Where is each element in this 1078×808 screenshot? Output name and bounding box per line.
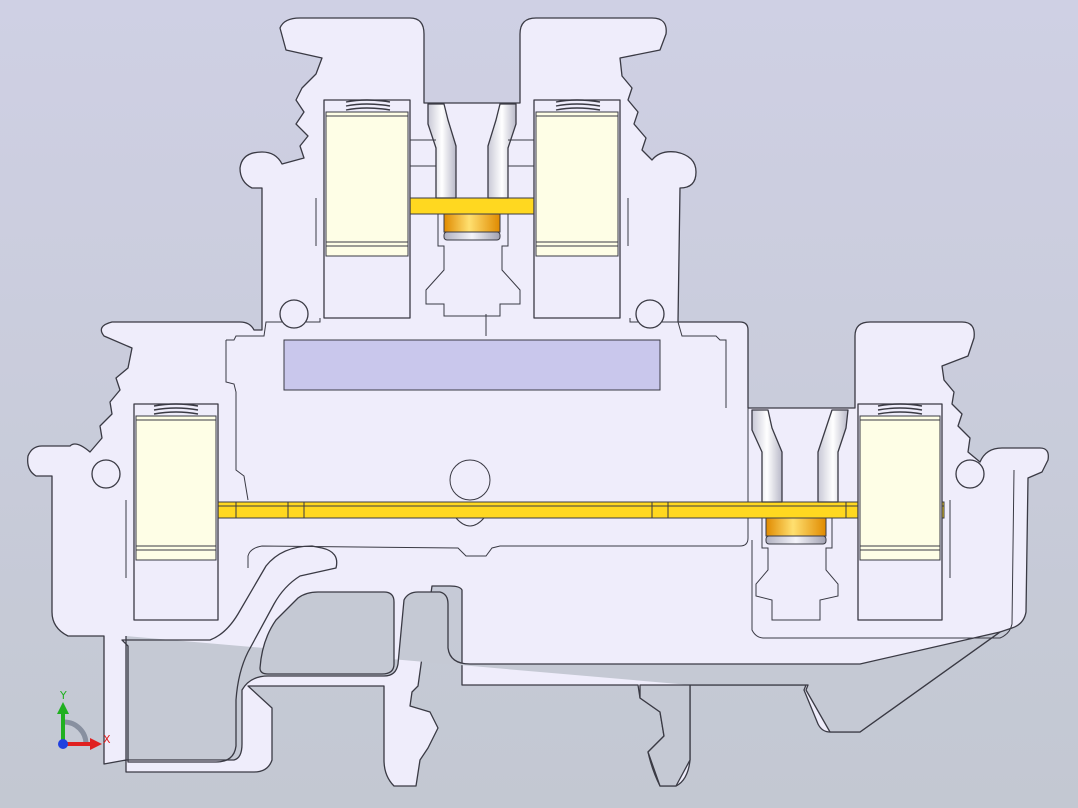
clamp-foot-lower-right — [859, 549, 941, 561]
lower-screw-guide — [755, 518, 839, 621]
bus-bar-notch — [454, 517, 486, 527]
upper-wire-entry-funnel — [487, 103, 517, 199]
clamp-body-upper-left — [325, 111, 409, 247]
upper-bus-bar — [407, 197, 535, 215]
hook-window — [259, 591, 395, 675]
lower-right-frame — [247, 408, 1015, 639]
lower-wire-entry-funnel — [817, 409, 849, 503]
clamp-body-lower-right — [859, 415, 941, 551]
clamp-body-upper-right — [535, 111, 619, 247]
z-axis-origin-icon — [58, 739, 68, 749]
spring-icon — [555, 99, 601, 111]
upper-wire-entry-funnel — [427, 103, 457, 199]
mount-hole — [279, 299, 309, 329]
x-axis-label: X — [103, 733, 111, 746]
upper-screw-head — [443, 213, 501, 233]
spring-icon — [877, 403, 923, 415]
mount-hole — [635, 299, 665, 329]
coordinate-triad[interactable]: Y X — [57, 689, 111, 750]
left-foot-cavity — [121, 545, 338, 763]
clamp-foot-lower-left — [135, 549, 217, 561]
clamp-foot-upper-left — [325, 245, 409, 257]
y-axis-arrowhead-icon — [57, 702, 69, 714]
lower-screw-shaft — [765, 535, 827, 545]
upper-screw-guide — [425, 214, 521, 317]
lower-screw-head — [765, 517, 827, 537]
spring-icon — [153, 403, 199, 415]
terminal-housing — [27, 17, 1049, 787]
y-axis-label: Y — [59, 689, 67, 702]
mount-hole — [955, 459, 985, 489]
x-axis-arrowhead-icon — [90, 738, 102, 750]
bus-bar-mount-hole — [449, 459, 491, 501]
upper-screw-shaft — [443, 231, 501, 241]
clamp-foot-upper-right — [535, 245, 619, 257]
mount-hole — [91, 459, 121, 489]
lower-bus-bar — [215, 501, 945, 519]
clamp-body-lower-left — [135, 415, 217, 551]
lower-cavity — [125, 591, 1001, 787]
triad-arc-icon — [63, 719, 89, 745]
spring-icon — [345, 99, 391, 111]
lower-wire-entry-funnel — [751, 409, 783, 503]
upper-chamber-window — [283, 339, 661, 391]
